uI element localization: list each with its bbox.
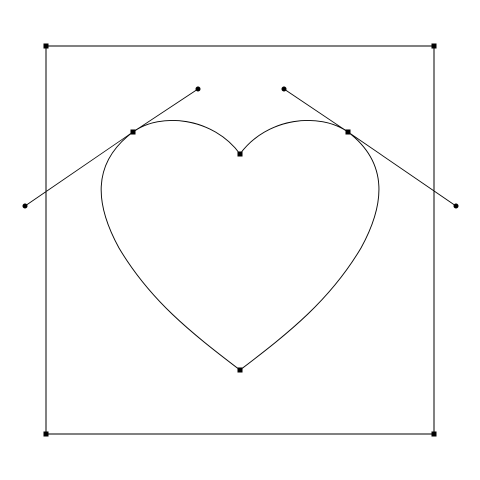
bbox-handle-bottom-right[interactable] [431, 431, 437, 437]
bbox-handle-bottom-left[interactable] [43, 431, 49, 437]
bezier-handle-left-outer[interactable] [22, 203, 28, 209]
bezier-handle-right-outer[interactable] [453, 203, 459, 209]
handle-line-right-outer [347, 131, 457, 207]
bezier-handles [22, 86, 459, 209]
handle-line-left-inner [132, 88, 199, 133]
selection-bounding-box [45, 45, 435, 435]
bounding-box-handles [43, 43, 437, 437]
anchor-point-left-lobe[interactable] [130, 129, 136, 135]
bezier-handle-left-inner[interactable] [195, 86, 201, 92]
bounding-box-outline [45, 45, 435, 435]
anchor-point-right-lobe[interactable] [345, 129, 351, 135]
bbox-handle-top-right[interactable] [431, 43, 437, 49]
handle-line-left-outer [24, 131, 134, 207]
bbox-handle-top-left[interactable] [43, 43, 49, 49]
bezier-handle-right-inner[interactable] [281, 86, 287, 92]
anchor-point-top-cusp[interactable] [237, 151, 243, 157]
anchor-point-bottom-tip[interactable] [237, 367, 243, 373]
heart-path[interactable] [100, 120, 380, 371]
handle-line-right-inner [283, 88, 349, 133]
anchor-points [130, 129, 351, 373]
